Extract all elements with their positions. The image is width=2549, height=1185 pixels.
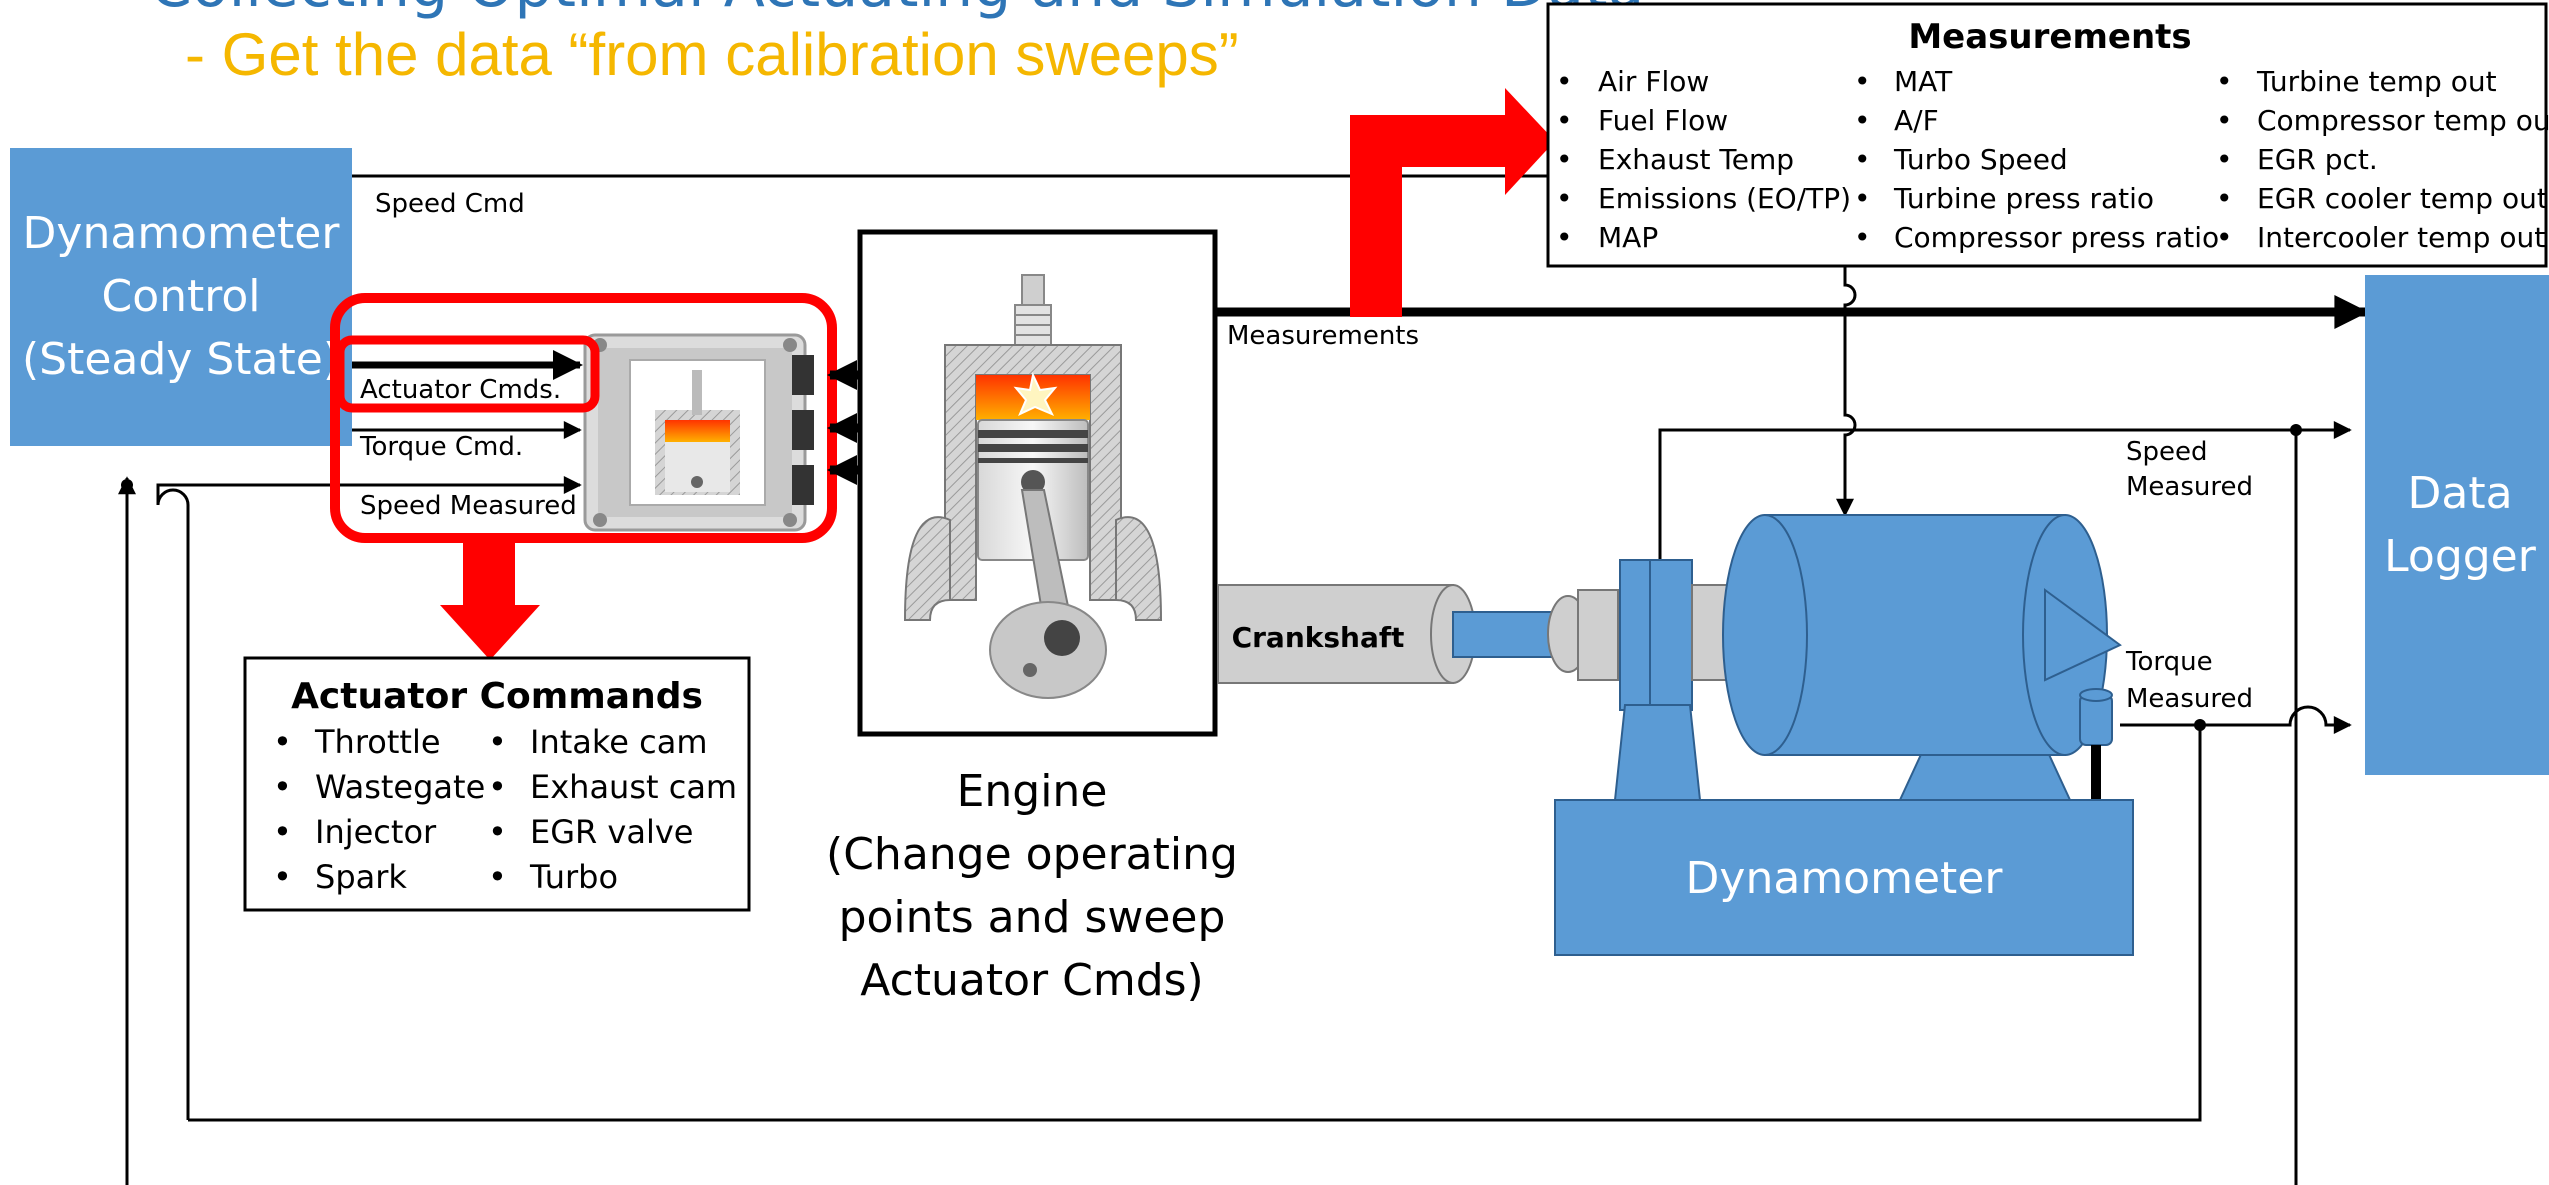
bullet: • (1556, 104, 1573, 137)
bullet: • (273, 768, 292, 806)
engine-caption-4: Actuator Cmds) (860, 955, 1203, 1006)
bullet: • (488, 723, 507, 761)
actuator-item: EGR valve (530, 813, 693, 851)
bullet: • (2216, 143, 2233, 176)
signal-wires (118, 174, 2352, 1185)
measurement-item: EGR cooler temp out (2257, 182, 2548, 215)
bullet: • (1854, 65, 1871, 98)
measurement-item: Fuel Flow (1598, 104, 1728, 137)
actuator-item: Injector (315, 813, 437, 851)
title-fragment: Collecting Optimal Actuating and Simulat… (150, 0, 1644, 21)
measurement-item: Emissions (EO/TP) (1598, 182, 1851, 215)
bullet: • (488, 768, 507, 806)
bullet: • (1556, 221, 1573, 254)
measurement-item: A/F (1894, 104, 1939, 137)
engine-caption-1: Engine (957, 766, 1108, 817)
actuator-commands-list: •Throttle •Wastegate •Injector •Spark •I… (273, 723, 737, 896)
bullet: • (1854, 182, 1871, 215)
engine-caption-2: (Change operating (826, 829, 1238, 880)
torque-measured-label-2: Measured (2126, 684, 2253, 714)
bullet: • (1854, 221, 1871, 254)
torque-measured-label-1: Torque (2125, 647, 2213, 677)
dyno-control-label-1: Dynamometer (23, 208, 341, 259)
red-measurements-arrow (1350, 88, 1555, 317)
speed-measured-right-wire (1658, 421, 2352, 560)
bullet: • (1556, 65, 1573, 98)
measurement-item: MAP (1598, 221, 1658, 254)
measurements-col-1: • Air Flow • Fuel Flow • Exhaust Temp • Emis… (1556, 65, 1851, 254)
actuator-item: Throttle (314, 723, 441, 761)
measurements-box-title: Measurements (1908, 17, 2191, 57)
bullet: • (1854, 143, 1871, 176)
red-down-arrow (440, 540, 540, 660)
measurement-item: Air Flow (1598, 65, 1709, 98)
bullet: • (488, 813, 507, 851)
measurements-list: •Air Flow •Fuel Flow •Exhaust Temp •Emis… (1556, 65, 2549, 254)
measurement-item: Compressor press ratio (1894, 221, 2219, 254)
dynamometer-label: Dynamometer (1686, 853, 2004, 904)
bullet: • (1556, 143, 1573, 176)
measurement-item: Compressor temp out (2257, 104, 2549, 137)
measurements-label: Measurements (1227, 321, 1419, 351)
measurement-item: EGR pct. (2257, 143, 2378, 176)
crankshaft-label: Crankshaft (1232, 621, 1405, 654)
measurements-col-3: • Turbine temp out • Compressor temp out •… (2216, 65, 2549, 254)
measurements-col-2: • MAT • A/F • Turbo Speed • Turbine press ra… (1854, 65, 2219, 254)
measurement-item: Turbo Speed (1893, 143, 2068, 176)
data-logger-block (2365, 275, 2549, 775)
bullet: • (273, 813, 292, 851)
torque-cmd-label: Torque Cmd. (359, 432, 523, 462)
dyno-control-block (10, 148, 352, 446)
speed-measured-label: Speed Measured (360, 491, 577, 521)
ecu-icon (583, 333, 814, 532)
measurements-box (1546, 2, 2548, 268)
data-logger-label-2: Logger (2384, 531, 2537, 582)
actuator-commands-title: Actuator Commands (291, 676, 703, 717)
dynamometer-base (1554, 799, 2134, 956)
dyno-control-label-2: Control (101, 271, 260, 322)
spark-icon (1013, 371, 1058, 417)
actuator-item: Turbo (529, 858, 618, 896)
actuator-item: Spark (315, 858, 407, 896)
actuator-commands-box (243, 656, 751, 912)
bullet: • (488, 858, 507, 896)
bullet: • (2216, 182, 2233, 215)
subtitle: - Get the data “from calibration sweeps” (185, 21, 1239, 88)
actuator-item: Wastegate (315, 768, 485, 806)
speed-cmd-label: Speed Cmd (375, 189, 525, 219)
actuator-cmds-label: Actuator Cmds. (360, 375, 561, 405)
measurement-item: Intercooler temp out (2257, 221, 2545, 254)
speed-measured-right-label-1: Speed (2126, 437, 2208, 467)
actuator-col-1: • Throttle • Wastegate • Injector • Spark (273, 723, 485, 896)
bullet: • (273, 858, 292, 896)
bullet: • (273, 723, 292, 761)
bullet: • (2216, 65, 2233, 98)
actuator-col-2: • Intake cam • Exhaust cam • EGR valve • Tur… (488, 723, 737, 896)
left-tap-dot (121, 479, 133, 491)
speed-measured-right-label-2: Measured (2126, 472, 2253, 502)
engine-caption-3: points and sweep (839, 892, 1226, 943)
measurement-item: MAT (1894, 65, 1953, 98)
left-feedback-wire-2 (156, 483, 352, 1120)
actuator-item: Exhaust cam (530, 768, 737, 806)
bullet: • (2216, 104, 2233, 137)
dyno-control-label-3: (Steady State) (22, 334, 340, 385)
data-logger-label-1: Data (2407, 468, 2512, 519)
speed-tap-dot (2290, 424, 2302, 436)
torque-measured-wire (2120, 705, 2352, 734)
bullet: • (1556, 182, 1573, 215)
piston-icon (903, 274, 1163, 699)
crankshaft-assembly (1217, 584, 1589, 684)
bullet: • (2216, 221, 2233, 254)
bullet: • (1854, 104, 1871, 137)
measurement-item: Exhaust Temp (1598, 143, 1794, 176)
torque-tap-dot (2194, 719, 2206, 731)
actuator-item: Intake cam (530, 723, 708, 761)
measurement-item: Turbine press ratio (1893, 182, 2154, 215)
measurement-item: Turbine temp out (2256, 65, 2497, 98)
